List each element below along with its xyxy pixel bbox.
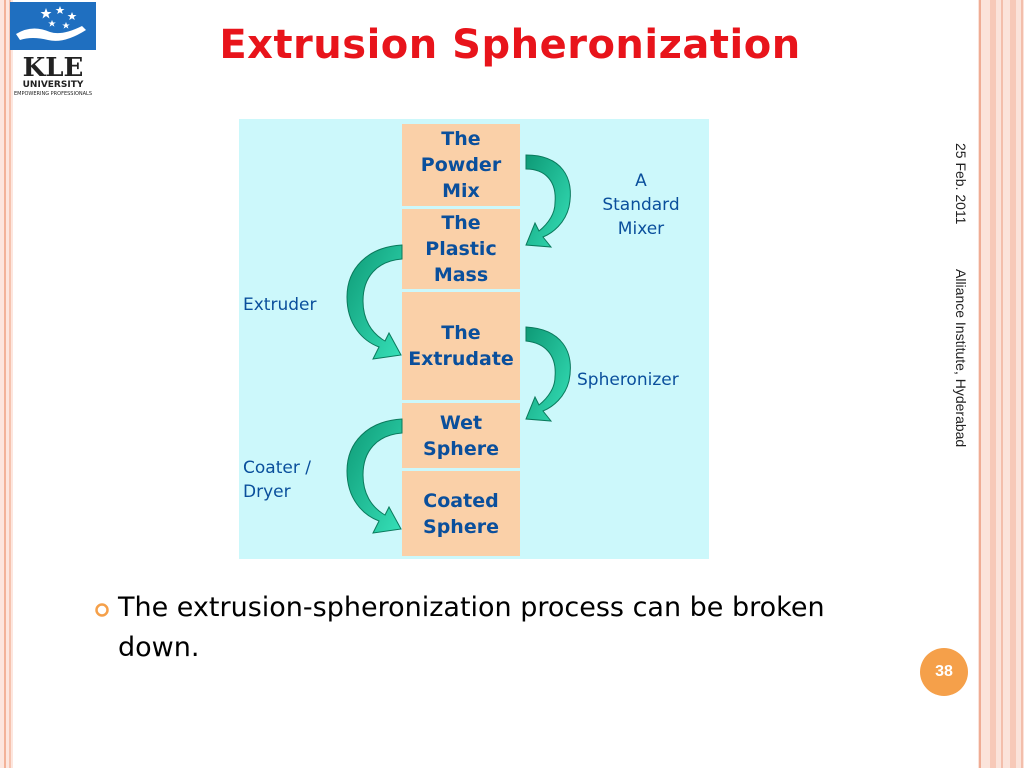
arrow-extruder xyxy=(346,244,403,360)
logo-tagline: EMPOWERING PROFESSIONALS xyxy=(14,91,92,97)
side-date: 25 Feb. 2011 xyxy=(953,143,969,225)
logo-subtitle: UNIVERSITY xyxy=(23,80,84,90)
right-frame-border xyxy=(978,0,1024,768)
kle-university-logo: KLE UNIVERSITY EMPOWERING PROFESSIONALS xyxy=(10,2,96,97)
side-footer: 25 Feb. 2011 Alliance Institute, Hyderab… xyxy=(945,143,975,493)
process-flow-diagram: The Powder Mix The Plastic Mass The Extr… xyxy=(239,119,709,559)
stage-extrudate: The Extrudate xyxy=(402,292,520,400)
arrow-spheronizer xyxy=(525,326,571,422)
arrow-mixer xyxy=(525,154,571,248)
stage-plastic-mass: The Plastic Mass xyxy=(402,209,520,289)
arrow-coater xyxy=(346,418,403,534)
bullet-circle-icon xyxy=(95,603,109,617)
label-coater-dryer: Coater / Dryer xyxy=(243,458,311,502)
stage-powder-mix: The Powder Mix xyxy=(402,124,520,206)
label-extruder: Extruder xyxy=(243,295,317,315)
logo-text: KLE xyxy=(23,53,84,83)
stage-coated-sphere: Coated Sphere xyxy=(402,471,520,556)
slide-title: Extrusion Spheronization xyxy=(219,22,801,68)
label-spheronizer: Spheronizer xyxy=(577,370,679,390)
stage-wet-sphere: Wet Sphere xyxy=(402,403,520,468)
flow-arrows xyxy=(346,154,571,534)
side-institute: Alliance Institute, Hyderabad xyxy=(953,269,969,448)
bullet-text: The extrusion-spheronization process can… xyxy=(118,592,825,663)
page-number-badge: 38 xyxy=(920,648,968,696)
label-standard-mixer: A Standard Mixer xyxy=(602,171,680,239)
left-frame-border xyxy=(0,0,13,768)
